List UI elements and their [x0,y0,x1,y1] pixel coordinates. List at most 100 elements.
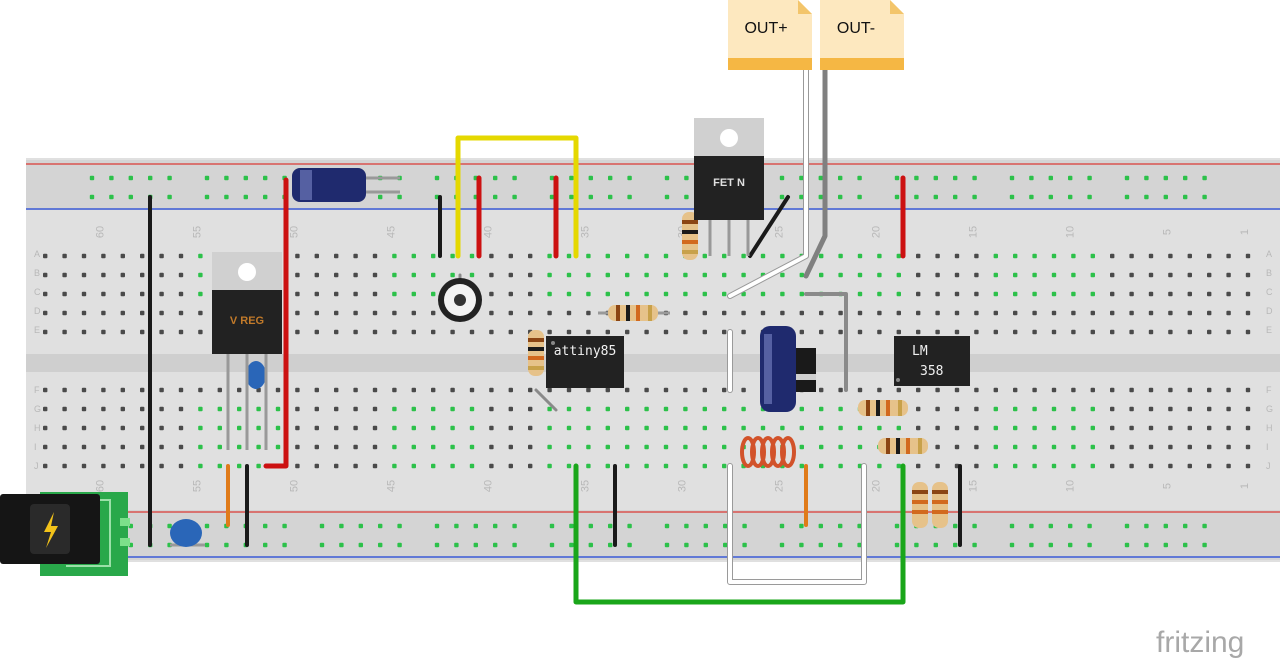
breadboard-hole [625,329,630,335]
breadboard-hole [1110,310,1115,316]
row-letter: I [1266,442,1269,452]
breadboard-hole [663,444,669,450]
black-wire-fet [748,195,790,258]
breadboard-hole [198,444,203,450]
breadboard-hole [120,291,125,297]
white-wire-bottom [728,464,866,584]
breadboard-hole [120,329,125,335]
breadboard-hole [1013,425,1018,431]
breadboard-hole [372,329,378,335]
rail-hole [914,194,919,200]
rail-hole [454,542,459,548]
breadboard-hole [334,291,339,297]
breadboard-hole [605,253,610,259]
row-letter: E [34,325,40,335]
rail-hole [933,542,938,548]
breadboard-hole [392,463,397,469]
rail-hole [1202,542,1207,548]
breadboard-hole [101,291,106,297]
breadboard-hole [1168,291,1173,297]
breadboard-hole [353,329,358,335]
breadboard-hole [43,406,48,412]
breadboard-hole [528,310,533,316]
column-number: 5 [1161,229,1173,235]
breadboard-hole [722,463,727,469]
rail-hole [569,542,574,548]
breadboard-hole [1090,387,1095,393]
breadboard-hole [411,253,416,259]
breadboard-hole [1148,310,1154,316]
breadboard-hole [1090,310,1095,316]
breadboard-hole [819,329,824,335]
breadboard-hole [935,463,940,469]
breadboard-hole [586,253,591,259]
electrolytic-capacitor-mid [760,326,796,412]
breadboard-hole [508,406,513,412]
breadboard-hole [431,272,436,278]
rail-hole [914,542,919,548]
breadboard-hole [431,387,436,393]
rail-hole [742,523,747,529]
breadboard-hole [625,463,630,469]
rail-hole [1087,175,1092,181]
breadboard-hole [722,329,727,335]
ceramic-capacitor-vreg [246,361,266,389]
breadboard-hole [566,406,572,412]
breadboard-hole [1013,329,1018,335]
breadboard-hole [702,444,707,450]
rail-hole [89,194,95,200]
breadboard-hole [605,329,610,335]
breadboard-hole [1129,387,1134,393]
row-letter: C [1266,287,1273,297]
rail-hole [779,175,785,181]
breadboard-hole [314,253,319,259]
breadboard-hole [799,310,804,316]
rail-hole [1068,175,1073,181]
breadboard-hole [954,291,960,297]
rail-hole [89,175,95,181]
breadboard-hole [256,387,261,393]
column-number: 50 [288,480,300,492]
breadboard-hole [1148,444,1154,450]
rail-hole [723,542,728,548]
breadboard-hole [838,310,843,316]
breadboard-hole [644,406,649,412]
breadboard-hole [101,310,106,316]
breadboard-hole [178,387,184,393]
breadboard-hole [566,463,572,469]
breadboard-hole [159,425,164,431]
breadboard-hole [217,406,222,412]
rail-hole [608,542,613,548]
breadboard-hole [644,387,649,393]
ceramic-capacitor-rail [170,519,205,547]
rail-hole [397,542,402,548]
breadboard-hole [1187,425,1192,431]
breadboard-hole [411,272,416,278]
breadboard-hole [237,406,242,412]
rail-hole [434,175,440,181]
column-number: 25 [773,480,785,492]
rail-hole [1202,175,1207,181]
rail-hole [933,175,938,181]
breadboard-hole [1148,253,1154,259]
breadboard-hole [1051,291,1057,297]
breadboard-hole [159,329,164,335]
breadboard-hole [760,253,766,259]
rail-hole [224,542,229,548]
breadboard-hole [334,444,339,450]
breadboard-hole [353,253,358,259]
breadboard-hole [741,425,746,431]
breadboard-hole [159,406,164,412]
breadboard-hole [120,272,125,278]
breadboard-hole [275,406,281,412]
breadboard-hole [1207,463,1212,469]
breadboard-hole [1090,291,1095,297]
breadboard-hole [1071,291,1076,297]
breadboard-hole [1110,291,1115,297]
breadboard-hole [256,444,261,450]
breadboard-hole [508,329,513,335]
breadboard-hole [314,272,319,278]
breadboard-hole [178,463,184,469]
breadboard-hole [101,387,106,393]
dc-barrel-jack [0,492,130,576]
